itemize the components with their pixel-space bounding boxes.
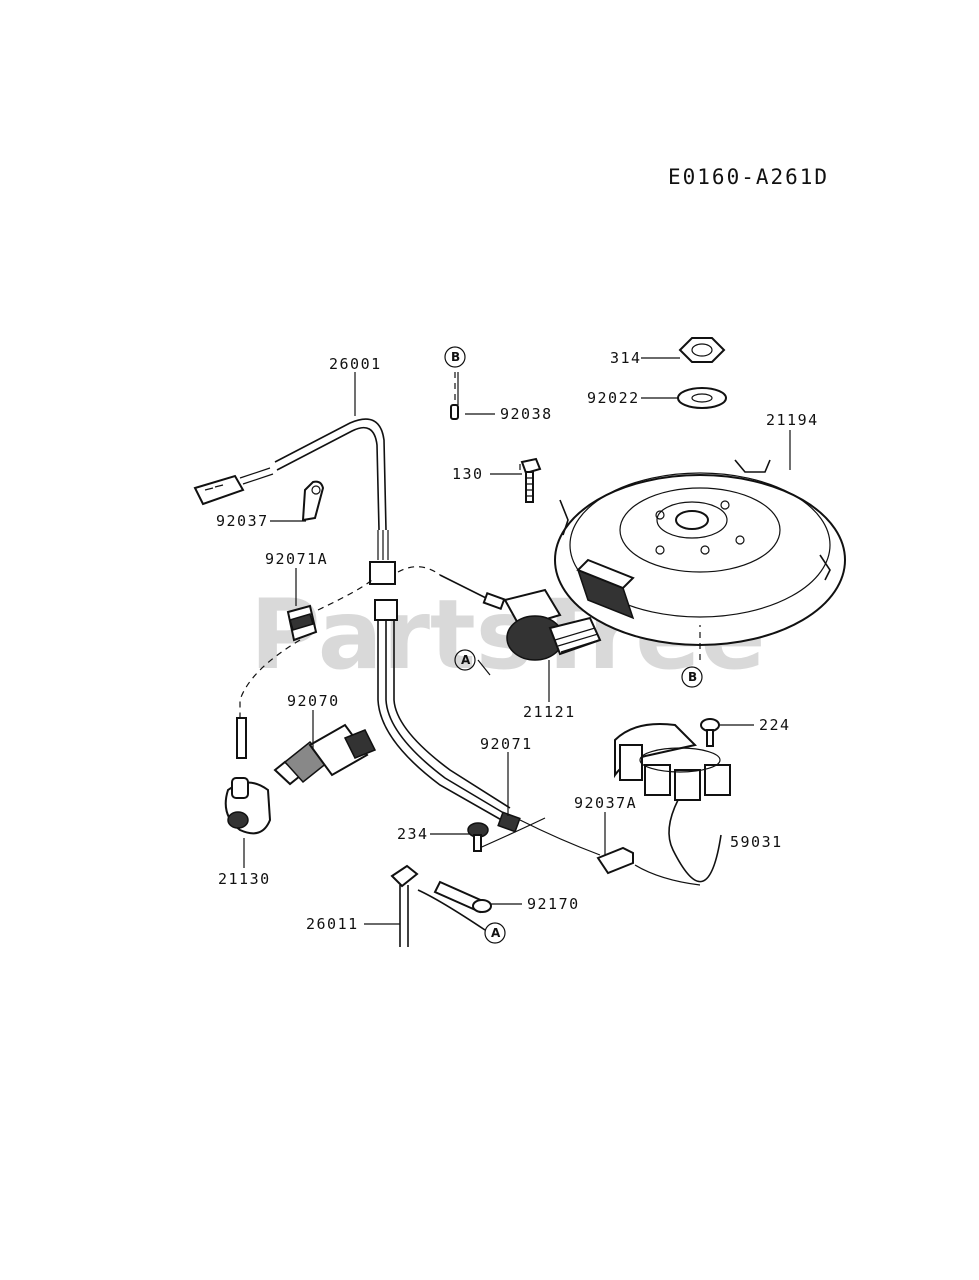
callout-26001[interactable]: 26001 — [329, 355, 382, 373]
ref-marker-b-top: B — [444, 346, 466, 368]
callout-92070[interactable]: 92070 — [287, 692, 340, 710]
svg-text:B: B — [451, 350, 460, 364]
callout-92071A[interactable]: 92071A — [265, 550, 328, 568]
grommet-92071[interactable] — [497, 811, 521, 833]
bolt-130[interactable] — [520, 457, 542, 503]
callout-92071[interactable]: 92071 — [480, 735, 533, 753]
svg-text:B: B — [688, 670, 697, 684]
callout-92022[interactable]: 92022 — [587, 389, 640, 407]
leader-lines — [243, 357, 791, 925]
callout-92038[interactable]: 92038 — [500, 405, 553, 423]
callout-92037A[interactable]: 92037A — [574, 794, 637, 812]
ignition-coil-21121[interactable] — [439, 574, 602, 661]
key-92038[interactable] — [450, 404, 459, 420]
clip-92037[interactable] — [301, 480, 325, 522]
ref-marker-a-coil: A — [454, 649, 476, 671]
svg-text:A: A — [491, 926, 501, 940]
callout-224[interactable]: 224 — [759, 716, 791, 734]
callout-130[interactable]: 130 — [452, 465, 484, 483]
screw-224[interactable] — [700, 718, 720, 747]
callout-21130[interactable]: 21130 — [218, 870, 271, 888]
nut-314[interactable] — [678, 337, 726, 363]
terminal-92170[interactable] — [433, 880, 492, 914]
callout-26011[interactable]: 26011 — [306, 915, 359, 933]
ref-marker-b-flywheel: B — [681, 666, 703, 688]
callout-314[interactable]: 314 — [610, 349, 642, 367]
clip-92037A[interactable] — [596, 846, 701, 886]
flywheel-21194[interactable] — [554, 459, 846, 646]
lead-26001[interactable] — [193, 418, 396, 585]
callout-92170[interactable]: 92170 — [527, 895, 580, 913]
ref-marker-a-ground: A — [484, 922, 506, 944]
lead-26011[interactable] — [390, 864, 486, 947]
spark-plug-92070[interactable] — [273, 723, 377, 786]
callout-21194[interactable]: 21194 — [766, 411, 819, 429]
callout-234[interactable]: 234 — [397, 825, 429, 843]
svg-text:A: A — [461, 653, 471, 667]
callout-59031[interactable]: 59031 — [730, 833, 783, 851]
washer-92022[interactable] — [677, 387, 727, 409]
dashed-connections — [239, 372, 701, 718]
screw-234[interactable] — [467, 822, 489, 852]
grommet-92071A[interactable] — [286, 604, 318, 642]
callout-92037[interactable]: 92037 — [216, 512, 269, 530]
plug-cap-21130[interactable] — [224, 717, 272, 835]
diagram-code: E0160-A261D — [668, 165, 829, 189]
callout-21121[interactable]: 21121 — [523, 703, 576, 721]
stator-59031[interactable] — [614, 723, 731, 883]
